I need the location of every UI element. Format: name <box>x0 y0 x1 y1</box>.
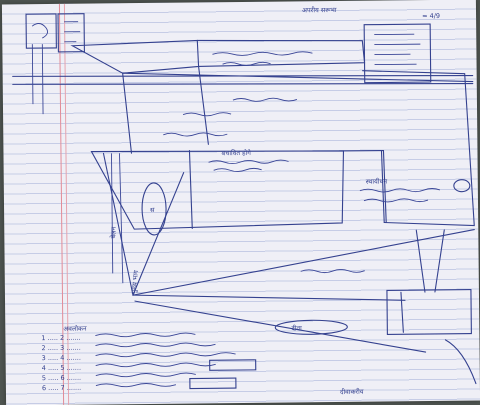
bottom-right-label: दीवाकरीय <box>339 387 364 396</box>
top-left-boxes <box>25 13 85 53</box>
oval-label: स <box>150 205 155 214</box>
notes-heading: अवलोकन <box>63 324 87 333</box>
note-line: 4 ..... 5 ....... <box>41 363 82 373</box>
top-wedge <box>70 39 366 154</box>
right-label: स्थायीधन <box>365 177 388 186</box>
note-line: 1 ..... 2 ....... <box>41 333 81 343</box>
handwriting-scribbles <box>31 44 441 274</box>
top-right-note: अपरीय सरूभा <box>301 5 337 15</box>
note-line: 3 ..... 4 ....... <box>41 353 81 363</box>
note-line: 5 ..... 6 ....... <box>41 373 82 383</box>
notes-scribbles <box>95 332 257 390</box>
left-vertical-label: बेलन <box>109 226 118 239</box>
bottom-center-label: दीवा <box>291 324 302 333</box>
center-label: बचावित होगे <box>221 148 251 158</box>
note-line: 2 ..... 3 ....... <box>41 343 81 353</box>
central-block <box>90 149 387 296</box>
right-column <box>362 23 475 227</box>
top-right-ratio: = 4/9 <box>422 11 441 21</box>
lower-right-box <box>386 229 477 385</box>
note-line: 6 ..... 7 ....... <box>41 383 82 393</box>
oval-label-shape <box>274 319 348 335</box>
band-lines <box>12 72 474 85</box>
diagonal-lines <box>132 172 475 353</box>
